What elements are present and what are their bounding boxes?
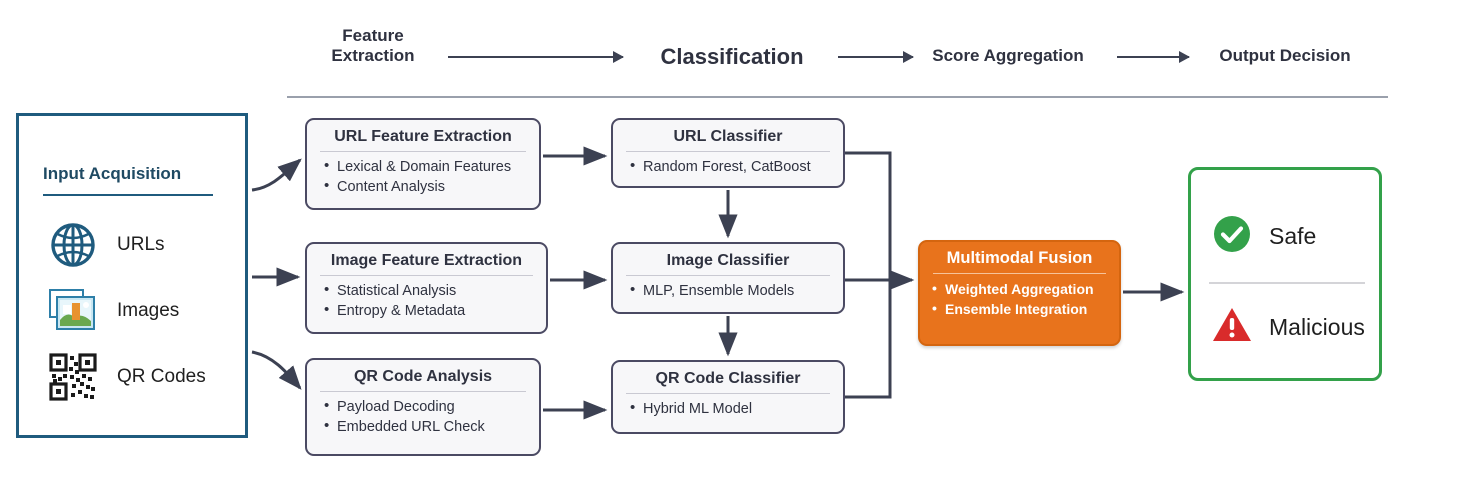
card-bullet-list: Payload Decoding Embedded URL Check — [318, 396, 528, 437]
output-panel-divider — [1209, 282, 1365, 284]
card-title: QR Code Classifier — [655, 370, 801, 387]
output-result-safe[interactable]: Safe — [1211, 213, 1316, 260]
card-bullet: Hybrid ML Model — [629, 398, 832, 419]
card-divider — [626, 275, 830, 277]
card-title: QR Code Analysis — [353, 368, 493, 385]
stage-label-classification: Classification — [660, 44, 804, 69]
card-bullet: Lexical & Domain Features — [323, 156, 528, 177]
card-divider — [320, 391, 526, 393]
warning-triangle-icon — [1211, 304, 1253, 351]
input-item-label: URLs — [117, 234, 165, 255]
stage-label-feature-extraction: Feature Extraction — [331, 26, 415, 66]
images-icon — [47, 285, 99, 337]
card-bullet: Statistical Analysis — [323, 280, 535, 301]
card-title: Image Classifier — [666, 252, 790, 269]
card-bullet-list: Weighted Aggregation Ensemble Integratio… — [931, 278, 1108, 320]
globe-icon — [47, 219, 99, 271]
card-bullet: Content Analysis — [323, 176, 528, 197]
stage-label-score-aggregation: Score Aggregation — [932, 46, 1084, 65]
wire-qr-cl-to-bus — [845, 280, 892, 399]
card-bullet-list: Hybrid ML Model — [624, 398, 832, 419]
card-bullet: Weighted Aggregation — [931, 278, 1108, 299]
input-item-qr-codes[interactable]: QR Codes — [47, 351, 206, 403]
input-item-urls[interactable]: URLs — [47, 219, 165, 271]
check-circle-icon — [1211, 213, 1253, 260]
input-panel-divider — [43, 194, 213, 196]
card-qr-code-classifier[interactable]: QR Code Classifier Hybrid ML Model — [611, 360, 845, 434]
card-bullet: Entropy & Metadata — [323, 300, 535, 321]
output-decision-panel[interactable]: Safe Malicious — [1188, 167, 1382, 381]
wire-url-cl-to-bus — [845, 151, 892, 280]
card-divider — [933, 273, 1106, 274]
card-bullet: Payload Decoding — [323, 396, 528, 417]
card-image-feature-extraction[interactable]: Image Feature Extraction Statistical Ana… — [305, 242, 548, 334]
card-url-feature-extraction[interactable]: URL Feature Extraction Lexical & Domain … — [305, 118, 541, 210]
card-bullet-list: Statistical Analysis Entropy & Metadata — [318, 280, 535, 321]
card-bullet: Ensemble Integration — [931, 298, 1108, 319]
card-divider — [320, 275, 533, 277]
stage-label-output-decision: Output Decision — [1219, 46, 1351, 65]
card-qr-code-analysis[interactable]: QR Code Analysis Payload Decoding Embedd… — [305, 358, 541, 456]
card-bullet: MLP, Ensemble Models — [629, 280, 832, 301]
card-bullet-list: Random Forest, CatBoost — [624, 156, 832, 177]
header-arrow-1 — [448, 51, 624, 63]
input-acquisition-panel[interactable]: Input Acquisition URLs — [16, 113, 248, 438]
input-item-label: QR Codes — [117, 366, 206, 387]
card-url-classifier[interactable]: URL Classifier Random Forest, CatBoost — [611, 118, 845, 188]
card-title: Image Feature Extraction — [330, 252, 523, 269]
card-title: URL Feature Extraction — [334, 128, 512, 145]
input-item-images[interactable]: Images — [47, 285, 179, 337]
input-item-label: Images — [117, 300, 180, 321]
card-divider — [320, 151, 526, 153]
output-result-label: Safe — [1269, 223, 1317, 249]
card-title: URL Classifier — [673, 128, 783, 145]
header-divider — [287, 96, 1388, 98]
qr-code-icon — [47, 351, 99, 403]
header-arrow-3 — [1117, 51, 1190, 63]
card-bullet-list: MLP, Ensemble Models — [624, 280, 832, 301]
wire-input-to-qr-fe — [251, 350, 302, 390]
card-divider — [626, 393, 830, 395]
output-result-malicious[interactable]: Malicious — [1211, 304, 1365, 351]
card-bullet: Embedded URL Check — [323, 416, 528, 437]
header-arrow-2 — [838, 51, 914, 63]
wire-input-to-url-fe — [251, 158, 302, 192]
card-divider — [626, 151, 830, 153]
card-multimodal-fusion[interactable]: Multimodal Fusion Weighted Aggregation E… — [918, 240, 1121, 346]
input-panel-title: Input Acquisition — [43, 164, 182, 183]
card-bullet: Random Forest, CatBoost — [629, 156, 832, 177]
card-title: Multimodal Fusion — [946, 249, 1093, 267]
card-image-classifier[interactable]: Image Classifier MLP, Ensemble Models — [611, 242, 845, 314]
card-bullet-list: Lexical & Domain Features Content Analys… — [318, 156, 528, 197]
output-result-label: Malicious — [1269, 314, 1365, 340]
